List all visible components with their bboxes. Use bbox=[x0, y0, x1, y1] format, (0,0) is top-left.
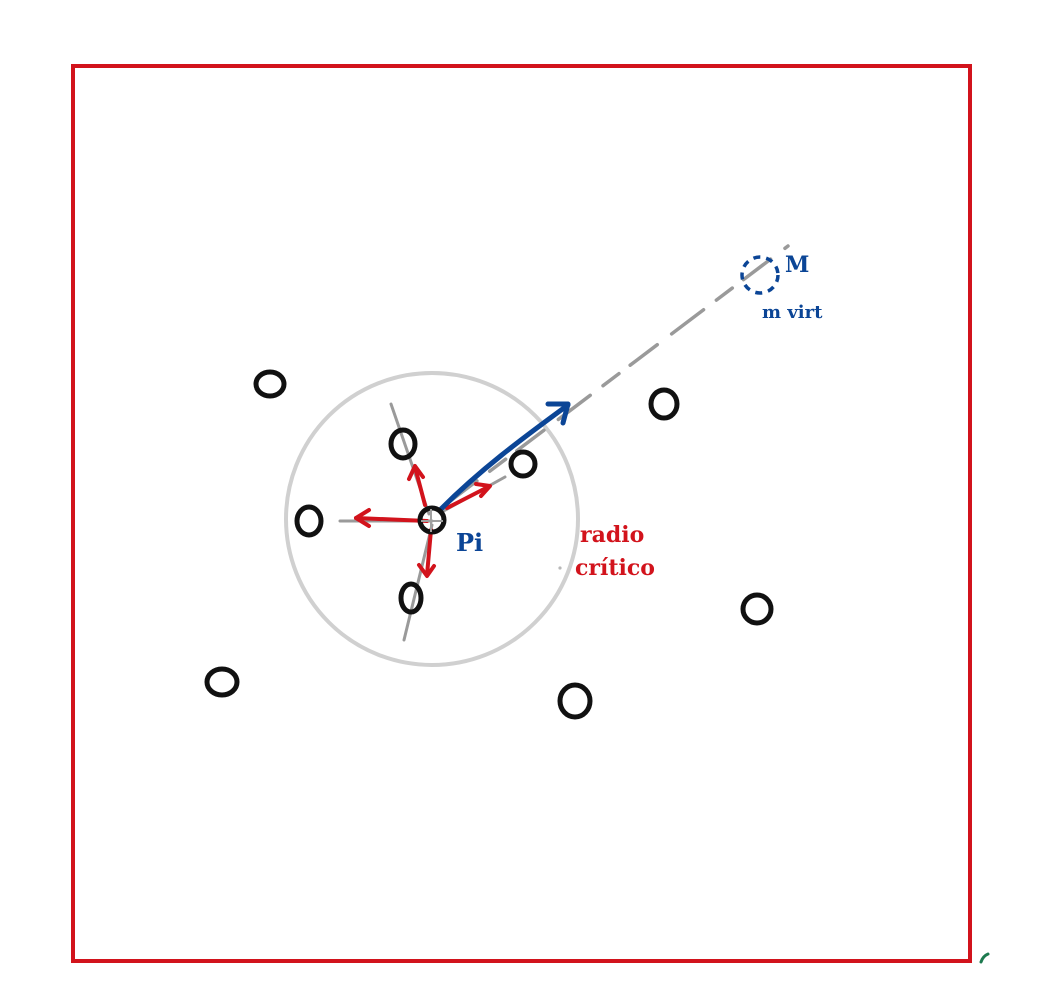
particle-top-left bbox=[253, 369, 287, 399]
repulsive-force-arrows bbox=[354, 464, 492, 578]
particle-neighbor-right bbox=[508, 449, 538, 479]
virtual-force-arrow bbox=[438, 401, 571, 512]
particle-neighbor-top bbox=[388, 427, 418, 461]
particle-neighbor-bottom bbox=[398, 581, 424, 615]
frame-border bbox=[71, 64, 972, 963]
corner-mark bbox=[979, 952, 990, 964]
virtual-mass-circle bbox=[740, 255, 780, 295]
circle-dot bbox=[558, 566, 562, 570]
virtual-mass-guide-line bbox=[443, 244, 790, 507]
critical-radius-label-line2: crítico bbox=[575, 555, 655, 581]
particles bbox=[204, 369, 774, 720]
critical-radius-circle bbox=[284, 371, 580, 667]
particle-bottom-left bbox=[204, 666, 240, 698]
particle-pi-label: Pi bbox=[456, 528, 483, 557]
particle-neighbor-left bbox=[294, 504, 324, 538]
particle-bottom-center bbox=[557, 682, 593, 720]
particle-upper-right bbox=[648, 387, 680, 421]
virtual-mass-caption: m virt bbox=[762, 302, 823, 323]
particle-right bbox=[740, 592, 774, 626]
critical-radius-label-line1: radio bbox=[580, 522, 644, 548]
virtual-mass-label: M bbox=[785, 252, 809, 278]
particle-pi-crosshair bbox=[421, 509, 443, 532]
